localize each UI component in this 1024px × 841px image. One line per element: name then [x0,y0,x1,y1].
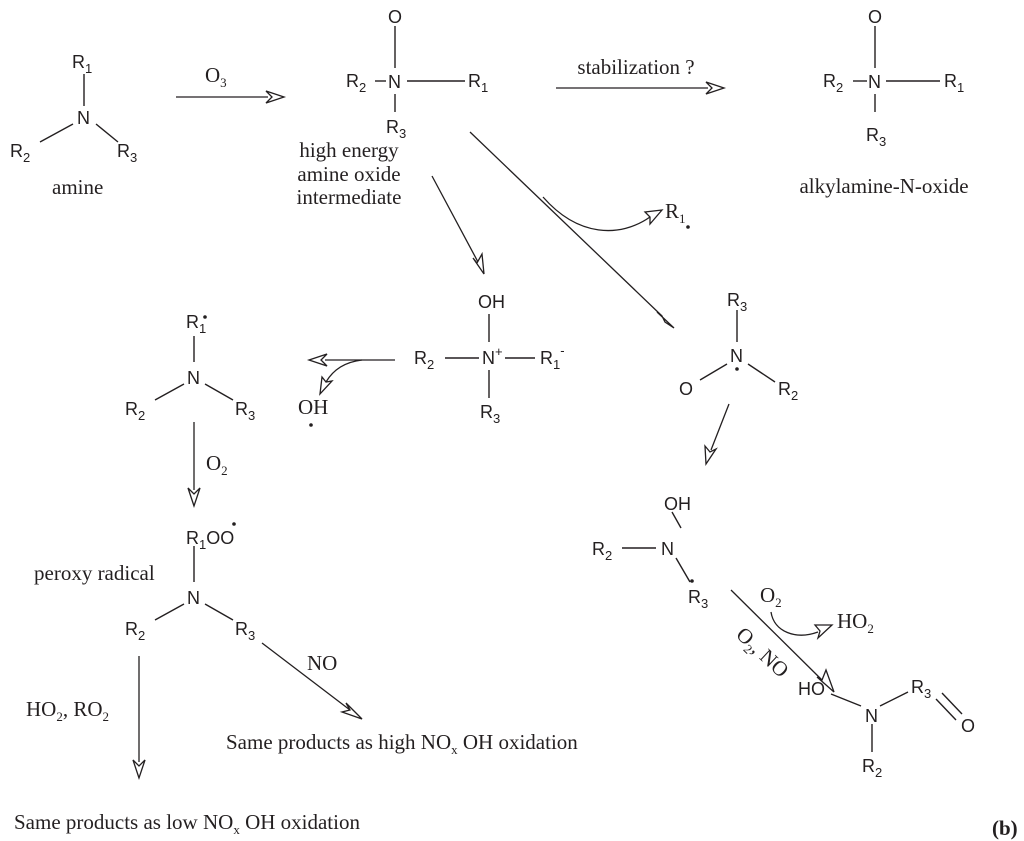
intermediate-label-line-3: intermediate [297,185,402,209]
o2-right-label: O2 [760,583,782,610]
high-nox-products-text: Same products as high NOx OH oxidation [226,730,578,757]
ho2-ro2-arrow: HO2, RO2 [26,656,146,781]
hydroxyammonium-n: N+ [482,344,503,368]
final-n: N [865,706,878,726]
amine-n: N [77,108,90,128]
hydroxylamine-radical-dot [690,579,694,583]
final-o: O [961,716,975,736]
amine-r1: R1 [72,52,92,76]
hydroxylamine-r3: R3 [688,587,708,611]
ozone-label: O3 [205,63,227,90]
peroxy-label: peroxy radical [34,561,155,585]
stabilization-label: stabilization ? [577,55,694,79]
oh-radical-label: OH [298,395,328,419]
final-product-structure: HO R3 N O R2 [798,677,975,780]
n-oxide-structure: O R2 N R1 R3 alkylamine-N-oxide [799,7,968,198]
stabilization-arrow: stabilization ? [556,55,727,95]
intermediate-n: N [388,72,401,92]
r1-radical-label: R1 [665,199,686,226]
oh-loss-arrow: OH [298,353,395,427]
n-oxide-r1: R1 [944,71,964,95]
n-oxide-o: O [868,7,882,27]
aminyl-r2: R2 [125,399,145,423]
r1-loss-pathway: R1 [469,131,690,329]
n-oxide-r2: R2 [823,71,843,95]
no-left-label: NO [307,651,337,675]
peroxy-r3: R3 [235,619,255,643]
hydroxyammonium-r3: R3 [480,402,500,426]
aminyl-r3: R3 [235,399,255,423]
peroxy-r2: R2 [125,619,145,643]
peroxy-radical-structure: R1OO N R2 R3 peroxy radical [34,522,255,643]
intermediate-r3: R3 [386,117,406,141]
oh-radical-dot [309,423,313,427]
hydroxyammonium-oh: OH [478,292,505,312]
amine-structure: R1 N R2 R3 amine [10,52,137,199]
o2-no-pathway: O2 HO2 O2, NO [730,583,874,693]
r1-radical-dot [686,225,690,229]
peroxy-n: N [187,588,200,608]
intermediate-label-line-1: high energy [299,138,399,162]
n-oxide-label: alkylamine-N-oxide [799,174,968,198]
final-r3: R3 [911,677,931,701]
final-ho: HO [798,679,825,699]
hydroxyammonium-structure: OH R2 N+ R1- R3 [414,292,565,426]
aminyl-n: N [187,368,200,388]
to-hydroxyammonium-arrow [431,175,485,275]
nitroxide-o: O [679,379,693,399]
aminyl-radical-dot [203,315,207,319]
peroxy-radical-dot [232,522,236,526]
hydroxylamine-n: N [661,539,674,559]
ozone-arrow: O3 [176,63,287,104]
o2-left-label: O2 [206,451,228,478]
nitroxide-r3: R3 [727,290,747,314]
ho2-out-label: HO2 [837,609,874,636]
nitroxide-structure: R3 N O R2 [679,290,798,403]
intermediate-r1: R1 [468,71,488,95]
nitroxide-radical-dot [735,367,739,371]
amine-r3: R3 [117,141,137,165]
hydroxylamine-oh: OH [664,494,691,514]
panel-label: (b) [992,816,1018,840]
hydroxyammonium-r1: R1- [540,343,565,372]
to-hydroxylamine-arrow [704,403,730,466]
intermediate-label-line-2: amine oxide [297,162,400,186]
hydroxyammonium-r2: R2 [414,348,434,372]
amine-r2: R2 [10,141,30,165]
intermediate-structure: O R2 N R1 R3 high energy amine oxide int… [297,7,489,209]
final-r2: R2 [862,756,882,780]
nitroxide-n: N [730,346,743,366]
intermediate-r2: R2 [346,71,366,95]
ho2-ro2-label: HO2, RO2 [26,697,109,724]
amine-label: amine [52,175,103,199]
peroxy-top: R1OO [186,528,234,552]
hydroxylamine-r2: R2 [592,539,612,563]
o2-arrow-left: O2 [187,422,228,509]
aminyl-radical-structure: R1 N R2 R3 [125,312,255,423]
aminyl-r1: R1 [186,312,206,336]
n-oxide-r3: R3 [866,125,886,149]
intermediate-o: O [388,7,402,27]
hydroxylamine-radical-structure: OH R2 N R3 [592,494,708,611]
no-arrow-left: NO [261,642,363,720]
n-oxide-n: N [868,72,881,92]
low-nox-products-text: Same products as low NOx OH oxidation [14,810,360,837]
nitroxide-r2: R2 [778,379,798,403]
